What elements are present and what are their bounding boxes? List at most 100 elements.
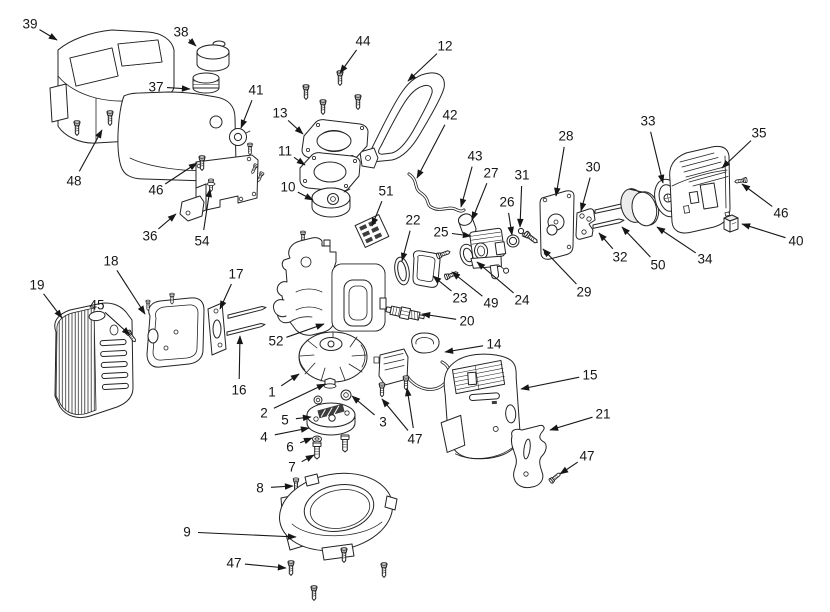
- callout-leader-12: [407, 53, 438, 82]
- callout-leader-45: [104, 311, 131, 336]
- callout-26: 26: [499, 195, 515, 236]
- part-switch: [723, 211, 739, 233]
- callout-leader-41: [240, 99, 253, 129]
- callout-leader-40: [741, 223, 786, 239]
- callout-number-30: 30: [585, 160, 600, 175]
- callout-number-29: 29: [576, 285, 591, 300]
- callout-31: 31: [514, 168, 530, 228]
- callout-25: 25: [433, 225, 472, 240]
- callout-number-12: 12: [437, 39, 452, 54]
- callout-leader-10: [297, 191, 314, 201]
- callout-17: 17: [219, 267, 244, 310]
- callout-leader-13: [287, 119, 304, 135]
- callout-14: 14: [444, 337, 502, 354]
- part-muffler-gasket: [207, 302, 227, 356]
- callout-leader-18: [116, 270, 146, 315]
- callout-2: 2: [260, 383, 326, 421]
- callout-number-44: 44: [355, 34, 371, 49]
- callout-51: 51: [371, 184, 394, 227]
- part-intake-gasket: [394, 256, 410, 286]
- part-fuel-lines: [407, 172, 466, 213]
- callout-15: 15: [520, 368, 598, 391]
- callout-16: 16: [231, 335, 247, 398]
- part-choke-bracket: [575, 208, 596, 240]
- callout-leader-43: [460, 166, 473, 208]
- callout-number-15: 15: [582, 368, 597, 383]
- part-engine-assembly: [273, 230, 387, 336]
- callout-36: 36: [142, 213, 177, 244]
- callout-number-26: 26: [499, 195, 514, 210]
- callout-leader-23: [432, 275, 452, 292]
- callout-number-7: 7: [288, 460, 296, 475]
- callout-number-51: 51: [378, 184, 393, 199]
- callout-52: 52: [268, 323, 325, 349]
- callout-number-36: 36: [142, 229, 157, 244]
- callout-number-5: 5: [281, 413, 289, 428]
- callout-number-45: 45: [89, 298, 104, 313]
- callout-30: 30: [579, 160, 601, 212]
- callout-number-6: 6: [286, 440, 294, 455]
- callout-number-39: 39: [22, 17, 37, 32]
- part-washers: [313, 389, 352, 405]
- callout-leader-14: [444, 345, 484, 354]
- callout-11: 11: [278, 144, 306, 166]
- part-front-handle: [359, 72, 445, 169]
- callout-number-48: 48: [66, 174, 81, 189]
- callout-leader-46: [741, 183, 773, 207]
- callout-leader-15: [520, 376, 580, 391]
- callout-leader-44: [339, 49, 358, 74]
- callout-number-25: 25: [433, 225, 448, 240]
- callout-12: 12: [407, 39, 453, 82]
- callout-47: 47: [559, 449, 595, 475]
- part-rope-rotor: [311, 187, 351, 218]
- part-oring: [506, 234, 520, 248]
- callout-23: 23: [432, 275, 468, 306]
- callout-leader-9: [197, 531, 297, 540]
- callout-50: 50: [621, 226, 666, 273]
- callout-29: 29: [542, 248, 592, 300]
- callout-number-47: 47: [226, 556, 241, 571]
- callout-8: 8: [256, 481, 294, 496]
- callout-leader-35: [721, 140, 752, 169]
- callout-leader-52: [286, 323, 325, 338]
- callout-number-27: 27: [483, 166, 498, 181]
- part-fuel-cap: [196, 40, 230, 72]
- callout-number-52: 52: [268, 334, 283, 349]
- callout-leader-24: [476, 261, 514, 294]
- part-intake-spacer: [412, 250, 441, 288]
- callout-leader-34: [656, 226, 697, 254]
- part-starter-plate: [301, 119, 369, 163]
- callout-number-43: 43: [467, 149, 482, 164]
- callout-number-13: 13: [272, 106, 287, 121]
- part-pulley-washer: [312, 435, 322, 443]
- callout-leader-11: [293, 156, 306, 166]
- callout-number-10: 10: [280, 180, 295, 195]
- part-engine-cover: [49, 29, 175, 144]
- callout-46: 46: [148, 162, 198, 198]
- callout-leader-2: [273, 383, 326, 409]
- part-muffler-shield: [54, 302, 134, 419]
- callout-4: 4: [260, 426, 310, 445]
- callout-number-42: 42: [442, 108, 457, 123]
- part-grommet: [229, 128, 251, 146]
- callout-3: 3: [351, 395, 387, 430]
- callout-leader-4: [274, 426, 310, 436]
- callout-leader-22: [400, 230, 411, 262]
- callout-22: 22: [400, 213, 421, 262]
- callout-leader-42: [416, 124, 446, 179]
- callout-leader-54: [203, 188, 212, 231]
- callout-leader-48: [78, 129, 103, 172]
- callout-40: 40: [741, 223, 804, 249]
- callout-leader-1: [280, 373, 300, 387]
- callout-number-4: 4: [260, 430, 268, 445]
- part-ignition-module: [373, 332, 451, 391]
- callout-19: 19: [29, 278, 63, 319]
- callout-leader-36: [158, 213, 177, 230]
- part-reed-plate: [354, 214, 390, 248]
- callout-number-40: 40: [788, 234, 803, 249]
- callout-24: 24: [476, 261, 530, 308]
- part-rear-plate: [539, 190, 575, 260]
- part-starter-pulley: [306, 402, 356, 436]
- callout-number-14: 14: [486, 337, 502, 352]
- callout-number-9: 9: [183, 525, 191, 540]
